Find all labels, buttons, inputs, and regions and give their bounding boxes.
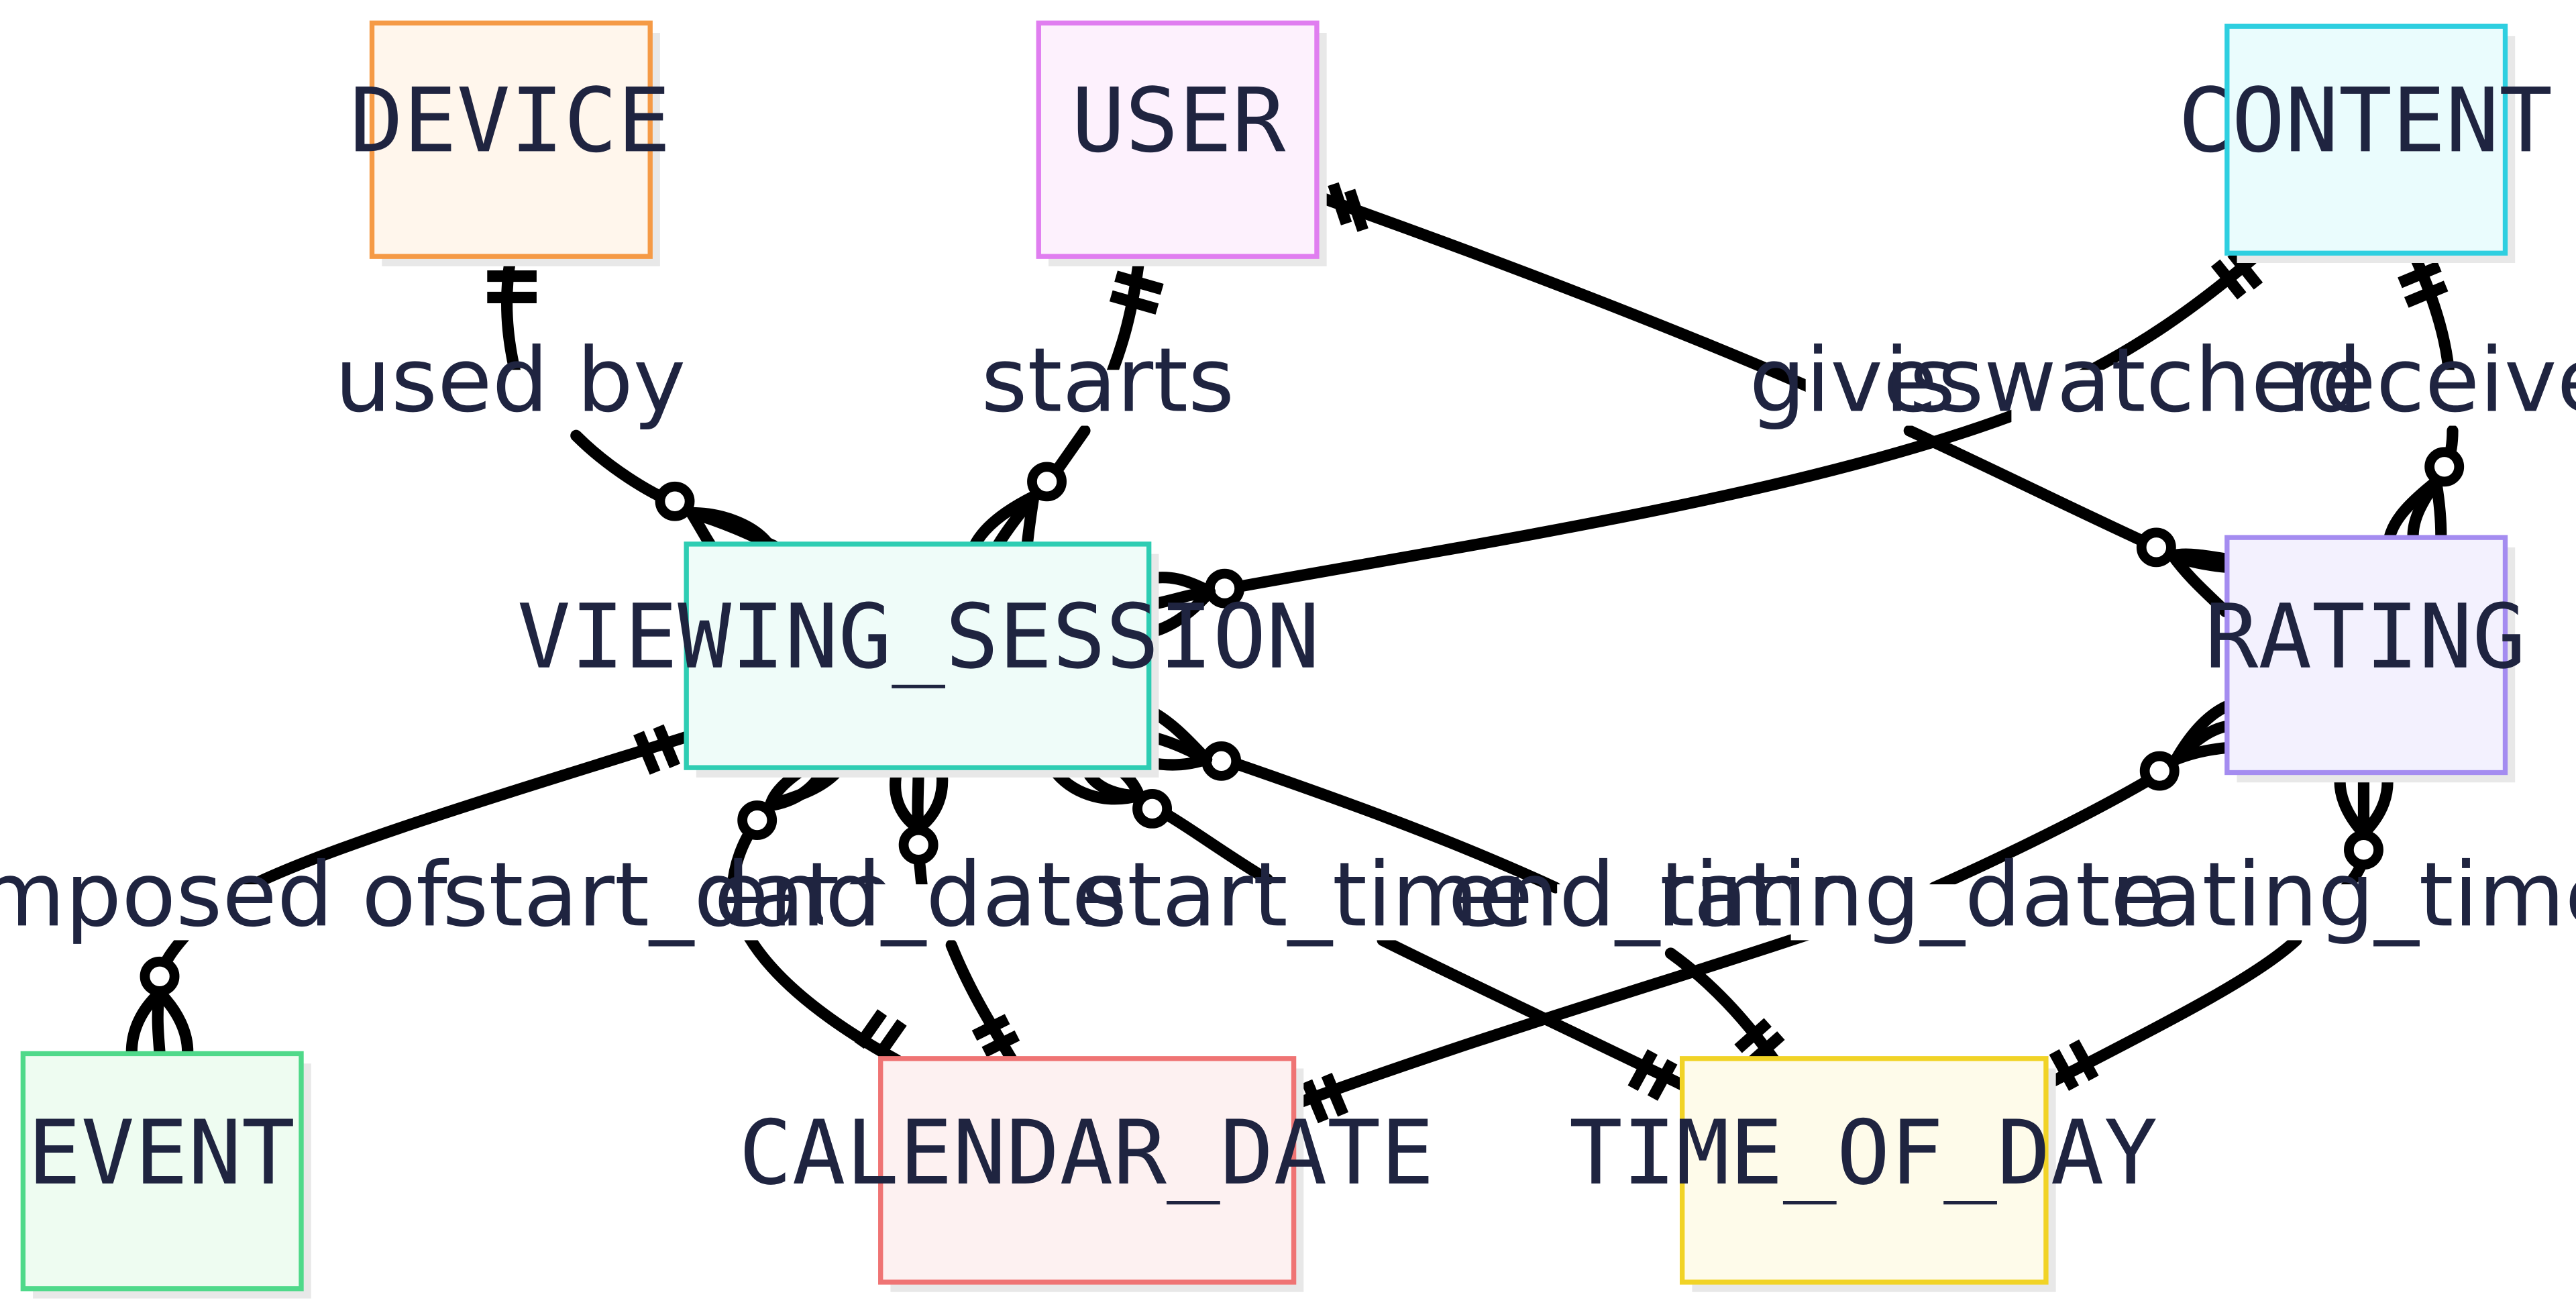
label-bg — [2245, 884, 2486, 941]
entities: DEVICE USER CONTENT VIEWING_SESSION RATI… — [20, 20, 2553, 1299]
entity-calendar-date[interactable]: CALENDAR_DATE — [739, 1056, 1434, 1292]
entity-event[interactable]: EVENT — [20, 1051, 311, 1299]
edge-rating-date — [1287, 700, 2231, 1124]
label-end-date: end_date — [714, 843, 1126, 947]
entity-box — [2224, 535, 2508, 776]
edge-rating-time — [2040, 766, 2394, 1092]
label-used-by: used by — [335, 329, 686, 433]
label-bg — [556, 884, 781, 941]
label-start-date: start_date — [442, 843, 894, 947]
label-start-time: start_time — [1081, 843, 1533, 947]
label-bg — [33, 884, 290, 941]
label-bg — [1805, 370, 1928, 426]
entity-name: TIME_OF_DAY — [1569, 1102, 2157, 1205]
entity-box — [878, 1056, 1297, 1285]
entity-device[interactable]: DEVICE — [350, 20, 671, 266]
label-bg — [2381, 370, 2563, 426]
entity-box — [684, 541, 1152, 770]
entity-time-of-day[interactable]: TIME_OF_DAY — [1569, 1056, 2157, 1292]
entity-user[interactable]: USER — [1036, 20, 1327, 266]
entity-name: VIEWING_SESSION — [517, 586, 1320, 689]
label-rating-time: rating_time — [2111, 843, 2576, 947]
label-bg — [822, 884, 1018, 941]
edge-is-watched — [1143, 249, 2263, 639]
entity-box — [1036, 20, 1320, 259]
entity-box — [369, 20, 653, 259]
entity-name: USER — [1071, 69, 1285, 172]
entity-rating[interactable]: RATING — [2205, 535, 2526, 783]
entity-box — [20, 1051, 304, 1292]
edge-receives — [2384, 254, 2465, 542]
entity-name: EVENT — [28, 1102, 295, 1205]
entity-name: DEVICE — [350, 69, 671, 172]
label-gives: gives — [1750, 329, 1984, 433]
entity-name: RATING — [2205, 586, 2526, 689]
label-bg — [2011, 370, 2236, 426]
entity-content[interactable]: CONTENT — [2178, 23, 2553, 264]
label-bg — [1557, 884, 1752, 941]
entity-name: CALENDAR_DATE — [739, 1102, 1434, 1205]
label-composed-of: composed of — [0, 843, 449, 947]
relationship-labels: used by starts gives is watched receives… — [0, 329, 2576, 947]
label-bg — [1036, 370, 1179, 426]
entity-box — [1679, 1056, 2049, 1285]
label-starts: starts — [981, 329, 1235, 433]
entity-viewing-session[interactable]: VIEWING_SESSION — [517, 541, 1320, 778]
entity-name: CONTENT — [2178, 69, 2553, 172]
label-rating-date: rating_date — [1657, 843, 2165, 947]
entity-box — [2224, 23, 2508, 256]
label-receives: receives — [2287, 329, 2576, 433]
label-bg — [425, 370, 596, 426]
edge-starts — [968, 254, 1164, 551]
edge-composed-of — [125, 724, 694, 1058]
edge-gives — [1314, 182, 2231, 617]
label-bg — [1193, 884, 1421, 941]
label-is-watched: is watched — [1884, 329, 2362, 433]
label-bg — [1790, 884, 2031, 941]
edge-start-date — [727, 764, 907, 1066]
